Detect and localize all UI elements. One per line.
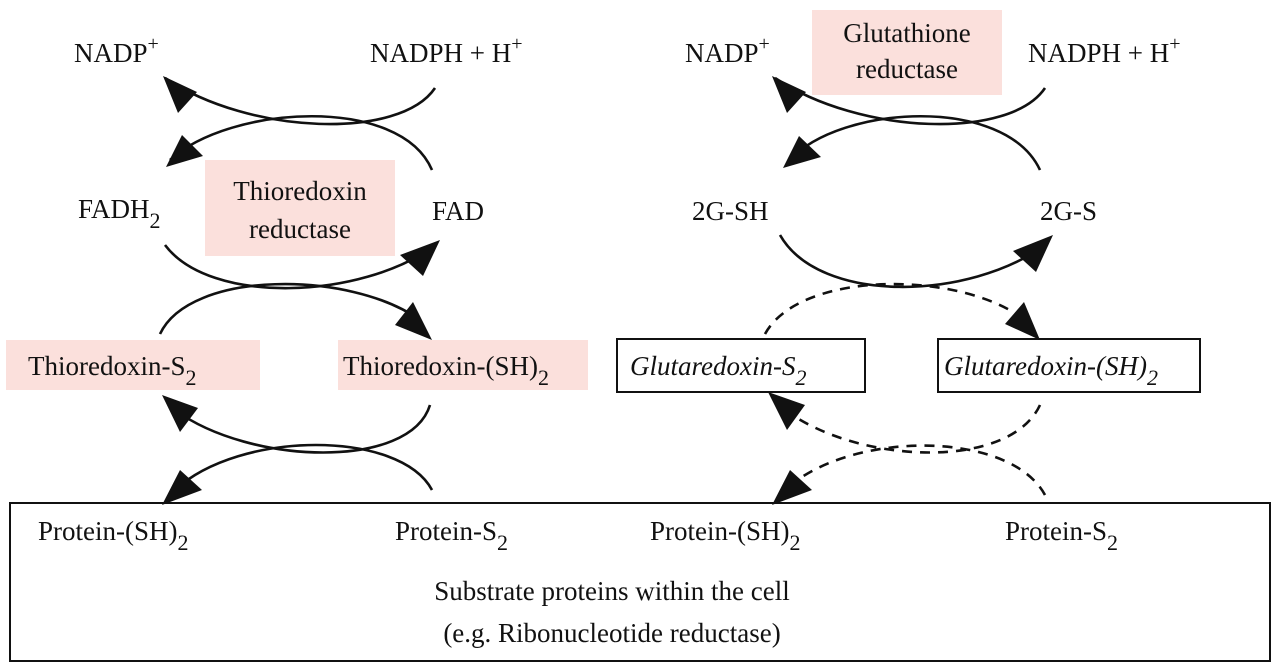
fadh2-label: FADH2 <box>78 194 161 233</box>
thioredoxin-sh2-label: Thioredoxin-(SH)2 <box>343 351 549 390</box>
substrate-box <box>9 502 1271 662</box>
right-nadph-label: NADPH + H+ <box>1028 33 1181 68</box>
glutaredoxin-s2-label: Glutaredoxin-S2 <box>630 351 806 390</box>
thioredoxin-sh2-highlight <box>338 340 588 390</box>
arrow-head-grx-s2 <box>768 392 805 430</box>
arrow-head-grx-sh2 <box>1005 302 1040 340</box>
left-nadph-label: NADPH + H+ <box>370 33 523 68</box>
arrow-head-nadp <box>163 76 197 113</box>
arrow-head-fadh2 <box>166 135 203 167</box>
substrate-caption-line1: Substrate proteins within the cell <box>434 576 789 606</box>
protein-s2-left-label: Protein-S2 <box>395 516 508 555</box>
protein-sh2-left-label: Protein-(SH)2 <box>38 516 188 555</box>
arrow-head-gsh <box>783 136 821 168</box>
dashed-arrow-grx-sh2-to-grx-s2 <box>784 404 1042 454</box>
glutathione-reductase-highlight <box>812 10 1002 95</box>
left-nadp-label: NADP+ <box>74 33 159 68</box>
arrow-nadph-to-nadp-right <box>774 76 1047 126</box>
arrow-trx-s2-to-trx-sh2 <box>158 282 421 335</box>
arrow-head-gs <box>1013 235 1053 272</box>
fad-label: FAD <box>432 196 484 226</box>
glutaredoxin-s2-box <box>616 338 866 393</box>
dashed-arrow-protein-s2-to-protein-sh2 <box>784 444 1047 496</box>
arrow-fadh2-to-fad <box>163 243 437 290</box>
thioredoxin-reductase-highlight <box>205 160 395 256</box>
substrate-caption-line2: (e.g. Ribonucleotide reductase) <box>443 618 780 648</box>
gs-label: 2G-S <box>1040 196 1097 226</box>
glutathione-reductase-line2: reductase <box>856 54 958 84</box>
arrow-head-nadp-right <box>772 76 806 113</box>
thioredoxin-s2-highlight <box>6 340 260 390</box>
arrow-head-trx-sh2 <box>395 302 432 340</box>
arrow-trx-sh2-to-trx-s2 <box>174 404 432 454</box>
arrow-gsh-to-gs <box>778 234 1046 289</box>
arrow-protein-s2-to-protein-sh2 <box>174 443 434 491</box>
arrow-nadph-to-nadp <box>164 76 437 126</box>
arrow-fad-to-fadh2 <box>169 115 434 171</box>
arrow-head-trx-s2 <box>162 395 198 432</box>
gsh-label: 2G-SH <box>692 196 769 226</box>
protein-sh2-right-label: Protein-(SH)2 <box>650 516 800 555</box>
protein-s2-right-label: Protein-S2 <box>1005 516 1118 555</box>
arrow-gs-to-gsh <box>789 114 1042 171</box>
right-nadp-label: NADP+ <box>685 33 770 68</box>
thioredoxin-s2-label: Thioredoxin-S2 <box>28 351 196 390</box>
thioredoxin-reductase-line1: Thioredoxin <box>233 176 367 206</box>
arrow-head-protein-sh2-left <box>162 470 202 505</box>
glutaredoxin-sh2-box <box>937 338 1201 393</box>
dashed-arrow-grx-s2-to-grx-sh2 <box>763 282 1026 335</box>
arrow-head-fad <box>400 240 440 276</box>
glutathione-reductase-line1: Glutathione <box>843 18 970 48</box>
glutaredoxin-sh2-label: Glutaredoxin-(SH)2 <box>944 351 1158 390</box>
thioredoxin-reductase-line2: reductase <box>249 214 351 244</box>
arrow-head-protein-sh2-right <box>772 470 812 505</box>
